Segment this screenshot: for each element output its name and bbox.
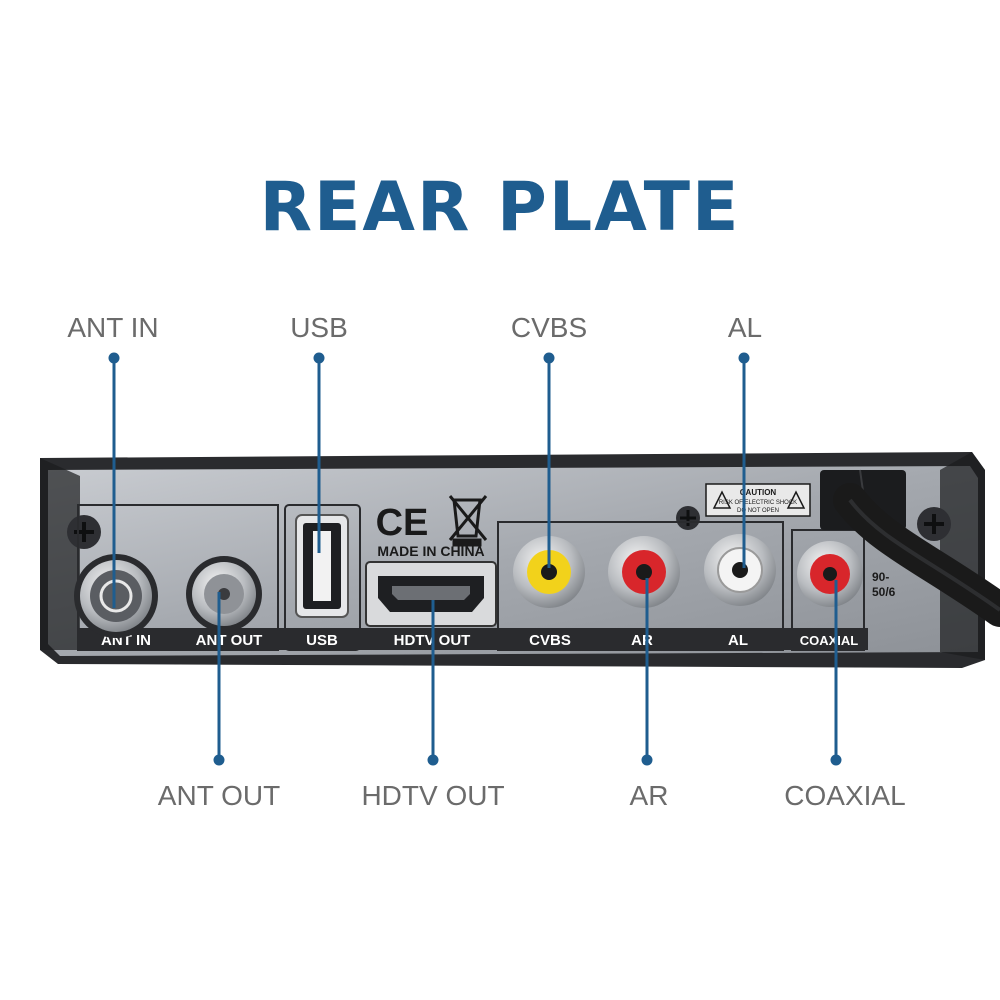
ant-out-port xyxy=(186,556,262,632)
leader-dot-cvbs xyxy=(543,352,555,364)
callout-ant-out: ANT OUT xyxy=(157,780,281,811)
leader-dot-hdtv-out xyxy=(427,754,439,766)
panel-label-coaxial: COAXIAL xyxy=(800,633,859,648)
hdmi-port xyxy=(365,561,497,627)
svg-text:RISK OF ELECTRIC SHOCK: RISK OF ELECTRIC SHOCK xyxy=(719,500,797,506)
callout-usb: USB xyxy=(290,312,348,343)
screw-icon xyxy=(917,507,951,541)
leader-line-al xyxy=(742,358,746,568)
power-rating-text-2: 50/6 xyxy=(872,585,896,599)
leader-line-hdtv-out xyxy=(431,600,435,760)
callout-hdtv-out: HDTV OUT xyxy=(361,780,505,811)
screw-icon xyxy=(67,515,101,549)
leader-line-cvbs xyxy=(547,358,551,568)
screw-icon xyxy=(676,506,700,530)
leader-line-ar xyxy=(645,578,649,760)
cvbs-rca-jack xyxy=(513,536,585,608)
leader-dot-coaxial xyxy=(830,754,842,766)
leader-line-usb xyxy=(317,358,321,553)
panel-label-al: AL xyxy=(728,632,748,649)
callout-ant-in: ANT IN xyxy=(67,312,159,343)
leader-dot-ant-out xyxy=(213,754,225,766)
panel-label-ar: AR xyxy=(631,632,653,649)
al-rca-jack xyxy=(704,534,776,606)
ar-rca-jack xyxy=(608,536,680,608)
caution-label: CAUTION RISK OF ELECTRIC SHOCK DO NOT OP… xyxy=(705,483,811,517)
ant-in-port xyxy=(74,554,158,638)
leader-dot-al xyxy=(738,352,750,364)
leader-dot-usb xyxy=(313,352,325,364)
page-title: REAR PLATE xyxy=(259,168,741,247)
callout-cvbs: CVBS xyxy=(510,312,588,343)
leader-line-coaxial xyxy=(834,580,838,760)
leader-dot-ant-in xyxy=(108,352,120,364)
callout-al: AL xyxy=(727,312,763,343)
leader-line-ant-out xyxy=(217,592,221,760)
panel-label-usb: USB xyxy=(306,632,338,649)
ce-mark: CE xyxy=(376,502,429,544)
coaxial-rca-jack xyxy=(797,541,863,607)
svg-text:CAUTION: CAUTION xyxy=(740,488,777,497)
leader-dot-ar xyxy=(641,754,653,766)
callout-coaxial: COAXIAL xyxy=(784,780,906,811)
weee-bin-icon xyxy=(448,495,488,547)
panel-label-cvbs: CVBS xyxy=(529,632,571,649)
panel-label-ant-out: ANT OUT xyxy=(196,632,263,649)
power-cable xyxy=(820,469,1000,627)
made-in-label: MADE IN CHINA xyxy=(377,543,484,559)
power-rating-text: 90- xyxy=(872,570,889,584)
svg-text:DO NOT OPEN: DO NOT OPEN xyxy=(737,508,779,514)
usb-port xyxy=(295,514,349,618)
leader-line-ant-in xyxy=(112,358,116,608)
callout-ar: AR xyxy=(629,780,669,811)
